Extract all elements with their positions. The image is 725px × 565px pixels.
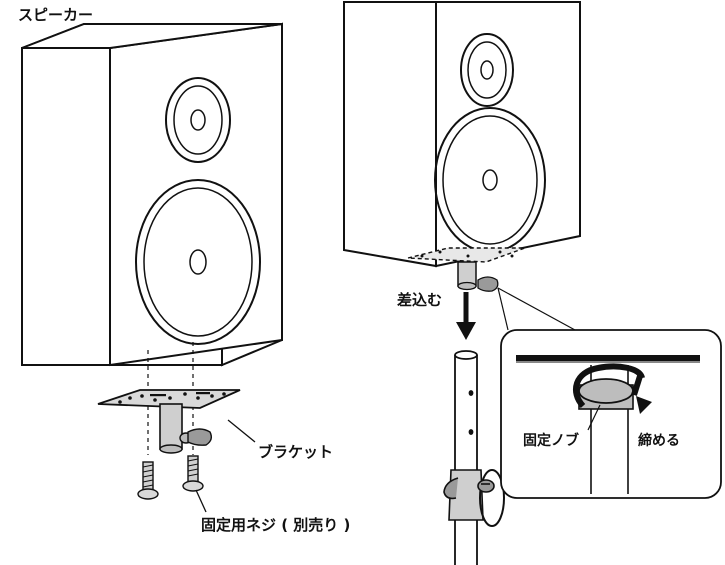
callout-lines <box>497 287 576 331</box>
tweeter-right <box>460 33 514 107</box>
bracket-tube <box>159 403 183 450</box>
screws-label: 固定用ネジ ( 別売り ) <box>201 516 350 534</box>
bracket: ブラケット <box>97 389 333 461</box>
knob-label: 固定ノブ <box>523 432 579 449</box>
knob-leader-line <box>587 404 601 431</box>
screw-right <box>182 455 204 492</box>
screws-leader-line <box>195 489 207 513</box>
cabinet-front-face <box>109 22 283 367</box>
woofer-left <box>135 179 261 345</box>
tweeter-left <box>165 77 231 163</box>
insert-arrow <box>456 292 476 340</box>
speaker-front-left <box>21 22 283 367</box>
bracket-leader-line <box>227 419 256 443</box>
callout-frame <box>500 329 722 499</box>
bracket-label: ブラケット <box>258 443 333 461</box>
insert-label: 差込む <box>397 291 442 309</box>
stand-clamp <box>443 469 505 527</box>
cabinet-left-face <box>21 47 111 366</box>
tighten-label: 締める <box>638 432 680 449</box>
speaker-title: スピーカー <box>18 6 93 24</box>
stand-pole <box>454 350 478 565</box>
bracket-holes <box>118 392 226 404</box>
speaker-label: スピーカー <box>18 6 93 24</box>
rotation-arrow <box>572 363 645 409</box>
speaker-cabinet-right <box>343 1 581 268</box>
knob-detail-callout: 固定ノブ 締める <box>500 329 722 499</box>
detail-knob <box>578 378 634 404</box>
cabinet-top <box>21 23 283 49</box>
bracket-bottom-right <box>407 247 526 292</box>
screw-left <box>137 461 159 500</box>
bracket-knob <box>179 428 213 446</box>
